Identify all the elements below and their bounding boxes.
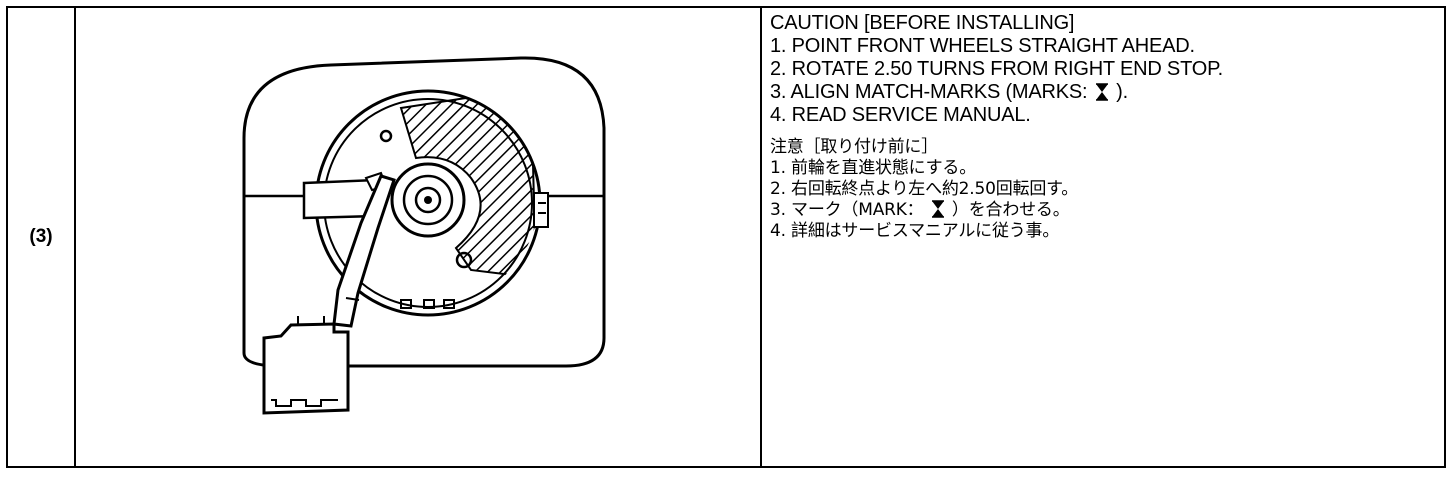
caution-jp-step-3-suffix: ）を合わせる。 (951, 200, 1070, 220)
caution-japanese: 注意［取り付け前に］ 1. 前輪を直進状態にする。 2. 右回転終点より左へ約2… (770, 137, 1436, 242)
instruction-table-row: (3) (6, 6, 1446, 468)
caution-jp-step-1: 1. 前輪を直進状態にする。 (770, 158, 976, 178)
caution-jp-step-2: 2. 右回転終点より左へ約2.50回転回す。 (770, 179, 1079, 199)
caution-step-2: 2. ROTATE 2.50 TURNS FROM RIGHT END STOP… (770, 58, 1224, 80)
caution-step-1: 1. POINT FRONT WHEELS STRAIGHT AHEAD. (770, 35, 1195, 57)
clock-spring-illustration (242, 56, 606, 415)
caution-step-3: 3. ALIGN MATCH-MARKS (MARKS: ). (770, 81, 1436, 104)
caution-jp-step-4: 4. 詳細はサービスマニアルに従う事。 (770, 221, 1060, 241)
figure-cell (76, 8, 762, 466)
hourglass-mark-icon (931, 200, 944, 218)
caution-jp-step-3-prefix: 3. マーク（MARK： (770, 200, 924, 220)
hourglass-mark-icon (1095, 83, 1108, 101)
caution-english: CAUTION [BEFORE INSTALLING] 1. POINT FRO… (770, 12, 1436, 127)
caution-step-3-prefix: 3. ALIGN MATCH-MARKS (MARKS: (770, 81, 1088, 103)
caution-step-3-suffix: ). (1116, 81, 1128, 103)
caution-heading: CAUTION [BEFORE INSTALLING] (770, 12, 1075, 34)
row-number: (3) (8, 8, 76, 466)
caution-text-cell: CAUTION [BEFORE INSTALLING] 1. POINT FRO… (762, 8, 1444, 466)
caution-step-4: 4. READ SERVICE MANUAL. (770, 104, 1031, 126)
caution-jp-step-3: 3. マーク（MARK： ）を合わせる。 (770, 200, 1436, 221)
caution-jp-heading: 注意［取り付け前に］ (770, 137, 938, 157)
